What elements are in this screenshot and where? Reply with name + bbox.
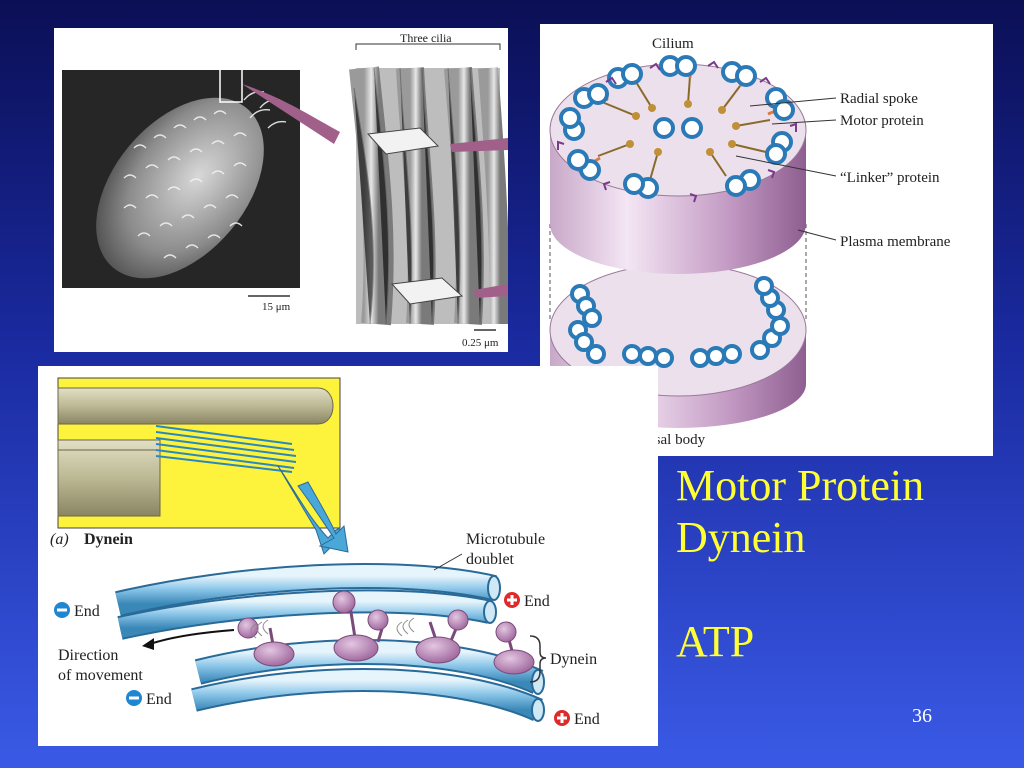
dynein-bracket bbox=[529, 635, 547, 683]
micrograph-panel: 15 μm Three cilia 0.25 μm bbox=[54, 28, 508, 352]
cilium-title: Cilium bbox=[652, 36, 694, 52]
basal-triplets bbox=[568, 276, 790, 368]
lower-tubule-b bbox=[191, 670, 543, 720]
label-direction: Direction bbox=[58, 647, 118, 664]
label-plus-end-top: End bbox=[524, 593, 550, 610]
section-plane-bottom bbox=[390, 277, 464, 305]
direction-arrow bbox=[149, 629, 235, 645]
doublet-leader bbox=[433, 553, 463, 571]
upper-tubule-a bbox=[115, 565, 497, 615]
arrow-to-cilium-bottom bbox=[474, 284, 508, 298]
dynein-figure: (a) Dynein bbox=[50, 377, 600, 728]
page-number: 36 bbox=[912, 705, 932, 727]
axoneme-stub bbox=[57, 439, 161, 517]
cilium-figure: Cilium bbox=[549, 36, 951, 448]
scale-label-right: 0.25 μm bbox=[462, 337, 499, 349]
outer-doublets bbox=[559, 55, 795, 199]
dynein-diagram-panel: (a) Dynein bbox=[38, 366, 658, 746]
zoom-box bbox=[219, 67, 243, 103]
cilia-texture bbox=[123, 90, 287, 259]
title-motor-protein: Motor Protein bbox=[676, 461, 925, 510]
cilium-diagram-panel: Cilium bbox=[540, 24, 993, 456]
label-linker-protein: “Linker” protein bbox=[840, 170, 940, 186]
label-of-movement: of movement bbox=[58, 667, 143, 684]
section-plane-top bbox=[366, 127, 440, 155]
upper-tubule-b bbox=[117, 591, 493, 638]
label-minus-end-top: End bbox=[74, 603, 100, 620]
zoom-arrow bbox=[242, 84, 340, 144]
label-microtubule: Microtubule bbox=[466, 531, 545, 548]
title-atp: ATP bbox=[676, 617, 755, 666]
scale-label-left: 15 μm bbox=[262, 301, 291, 313]
label-plus-end-bottom: End bbox=[574, 711, 600, 728]
panel-letter: (a) bbox=[50, 531, 69, 548]
inset-arrow bbox=[297, 481, 349, 553]
label-radial-spoke: Radial spoke bbox=[840, 91, 918, 107]
label-doublet: doublet bbox=[466, 551, 515, 568]
label-motor-protein: Motor protein bbox=[840, 113, 924, 129]
title-dynein: Dynein bbox=[676, 513, 806, 562]
dynein-arms bbox=[237, 590, 535, 675]
axoneme-outer bbox=[57, 387, 334, 425]
arrow-to-cilium-top bbox=[450, 138, 508, 152]
spoke-heads bbox=[626, 100, 740, 156]
label-plasma-membrane: Plasma membrane bbox=[840, 234, 951, 250]
label-minus-end-bottom: End bbox=[146, 691, 172, 708]
spokes bbox=[597, 75, 771, 181]
leader-lines bbox=[735, 97, 837, 241]
inset-microtubules bbox=[155, 425, 297, 473]
three-cilia-label: Three cilia bbox=[400, 31, 452, 45]
three-cilia-bracket bbox=[355, 43, 501, 50]
label-dynein: Dynein bbox=[550, 651, 597, 668]
central-pair bbox=[653, 117, 703, 139]
slide-title-block: Motor Protein Dynein ATP bbox=[676, 460, 1016, 668]
panel-title: Dynein bbox=[84, 531, 133, 548]
micrograph-figure: 15 μm Three cilia 0.25 μm bbox=[62, 31, 508, 349]
linker-proteins bbox=[557, 60, 797, 203]
